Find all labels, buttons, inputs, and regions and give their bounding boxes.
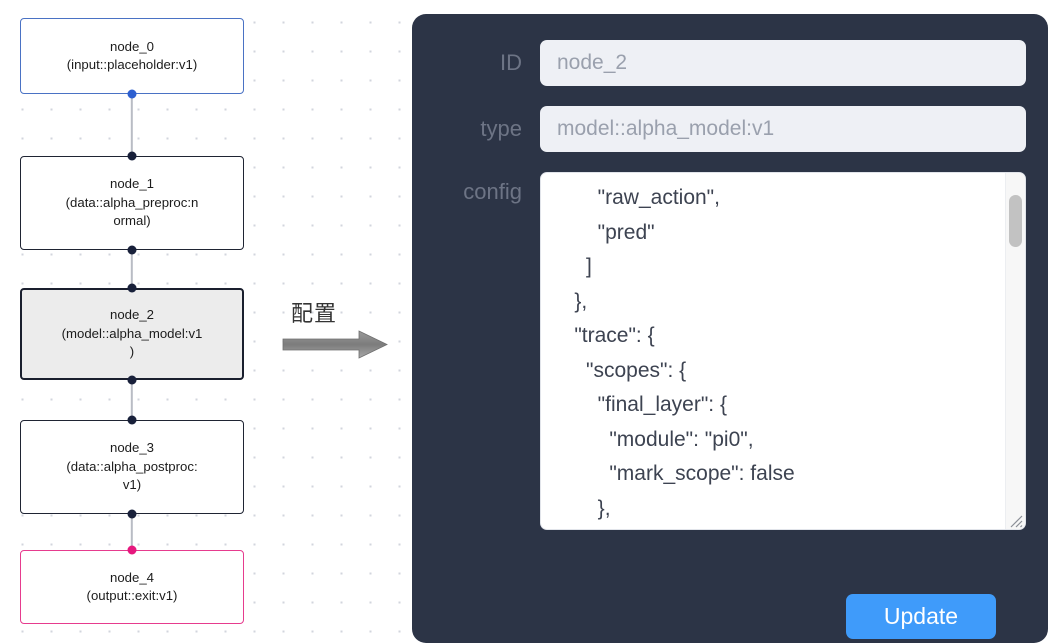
flow-node-node_1[interactable]: node_1 (data::alpha_preproc:n ormal) bbox=[20, 156, 244, 250]
node-handle-source[interactable] bbox=[127, 89, 137, 99]
id-label: ID bbox=[500, 50, 522, 75]
flow-edge[interactable] bbox=[130, 250, 134, 288]
config-label: config bbox=[463, 179, 522, 204]
flow-node-label: node_3 (data::alpha_postproc: v1) bbox=[66, 440, 198, 493]
right-arrow-icon bbox=[282, 330, 388, 359]
config-text-content[interactable]: "raw_action", "pred" ] }, "trace": { "sc… bbox=[574, 186, 795, 520]
flow-node-node_2[interactable]: node_2 (model::alpha_model:v1 ) bbox=[20, 288, 244, 380]
config-scrollbar[interactable] bbox=[1005, 173, 1025, 529]
node-handle-target[interactable] bbox=[127, 545, 137, 555]
flow-edge[interactable] bbox=[130, 380, 134, 420]
flow-node-label: node_2 (model::alpha_model:v1 ) bbox=[61, 307, 203, 360]
resize-handle-icon[interactable] bbox=[1008, 513, 1023, 528]
id-input[interactable] bbox=[540, 40, 1026, 86]
field-row-id: ID bbox=[434, 40, 1026, 86]
node-handle-source[interactable] bbox=[127, 245, 137, 255]
update-button[interactable]: Update bbox=[846, 594, 996, 639]
field-row-config: config "raw_action", "pred" ] }, "trace"… bbox=[434, 172, 1026, 530]
type-input[interactable] bbox=[540, 106, 1026, 152]
flow-node-node_0[interactable]: node_0 (input::placeholder:v1) bbox=[20, 18, 244, 94]
config-panel: ID type config "raw_action", "pred" ] },… bbox=[412, 14, 1048, 643]
node-handle-target[interactable] bbox=[127, 151, 137, 161]
flow-node-label: node_4 (output::exit:v1) bbox=[86, 569, 178, 604]
flow-node-label: node_1 (data::alpha_preproc:n ormal) bbox=[65, 176, 199, 229]
flow-node-label: node_0 (input::placeholder:v1) bbox=[66, 38, 198, 73]
config-textarea[interactable]: "raw_action", "pred" ] }, "trace": { "sc… bbox=[540, 172, 1026, 530]
flow-edge[interactable] bbox=[130, 94, 134, 156]
node-handle-source[interactable] bbox=[127, 509, 137, 519]
node-handle-source[interactable] bbox=[127, 375, 137, 385]
flow-node-node_4[interactable]: node_4 (output::exit:v1) bbox=[20, 550, 244, 624]
node-handle-target[interactable] bbox=[127, 415, 137, 425]
annotation-label: 配置 bbox=[291, 302, 338, 327]
flow-node-node_3[interactable]: node_3 (data::alpha_postproc: v1) bbox=[20, 420, 244, 514]
type-label: type bbox=[480, 116, 522, 141]
config-scrollbar-thumb[interactable] bbox=[1009, 195, 1022, 247]
flow-edge[interactable] bbox=[130, 514, 134, 550]
annotation-group: 配置 bbox=[281, 296, 397, 366]
node-handle-target[interactable] bbox=[127, 283, 137, 293]
field-row-type: type bbox=[434, 106, 1026, 152]
